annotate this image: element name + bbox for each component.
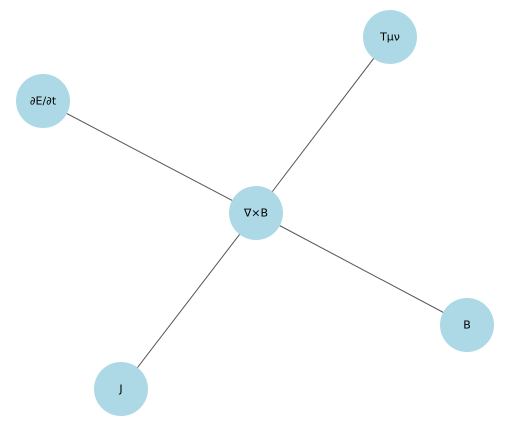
node-tmunu: Tμν (363, 10, 417, 64)
node-label-center: ∇×B (243, 207, 268, 220)
node-label-b: B (463, 319, 471, 332)
node-circle-tmunu (363, 10, 417, 64)
node-dedt: ∂E/∂t (16, 74, 70, 128)
node-circle-center (229, 186, 283, 240)
edge-center-tmunu (255, 36, 391, 214)
edges-layer (42, 36, 468, 390)
node-circle-b (440, 298, 494, 352)
node-label-dedt: ∂E/∂t (30, 95, 57, 108)
node-label-j: J (118, 383, 122, 396)
edge-center-b (255, 212, 468, 326)
node-label-tmunu: Tμν (379, 31, 400, 44)
edge-center-j (120, 212, 257, 390)
node-circle-j (94, 362, 148, 416)
node-b: B (440, 298, 494, 352)
nodes-layer: ∇×B Tμν ∂E/∂tB J (16, 10, 494, 416)
edge-center-dedt (42, 100, 257, 214)
node-circle-dedt (16, 74, 70, 128)
node-center: ∇×B (229, 186, 283, 240)
node-j: J (94, 362, 148, 416)
